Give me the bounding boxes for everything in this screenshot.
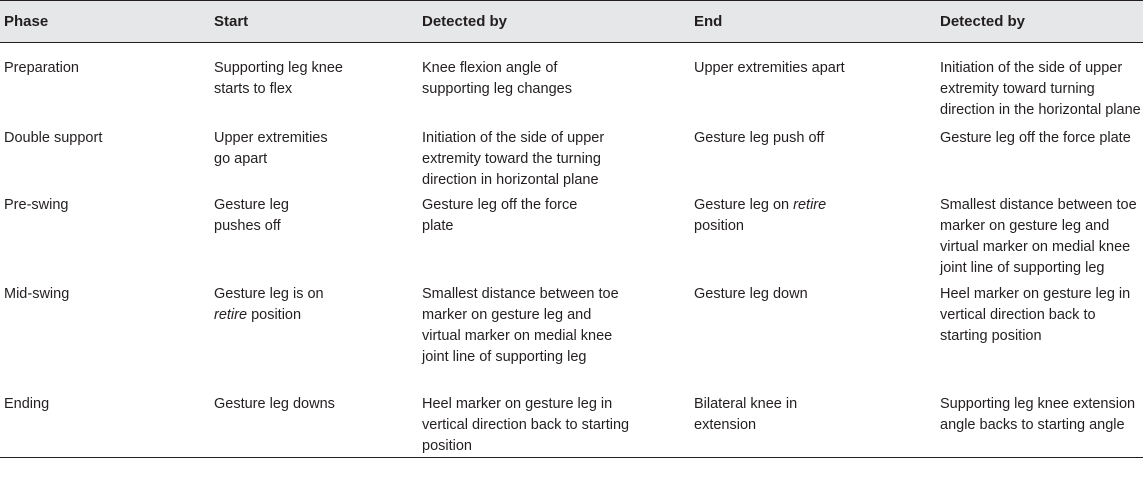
cell-phase: Ending [0, 390, 210, 458]
table-row: Pre-swing Gesture leg pushes off Gesture… [0, 191, 1143, 279]
header-start-detected-by: Detected by [418, 0, 690, 43]
cell-phase: Double support [4, 130, 103, 146]
table-header: Phase Start Detected by End Detected by [0, 0, 1143, 43]
cell-end: Gesture leg on retire position [694, 197, 827, 234]
cell-phase: Preparation [4, 60, 79, 76]
table-row: Double support Upper extremities go apar… [0, 124, 1143, 191]
cell-end-detected-by: Supporting leg knee extension angle back… [936, 390, 1143, 458]
table-row: Mid-swing Gesture leg is on retire posit… [0, 279, 1143, 390]
cell-end: Bilateral knee in extension [690, 390, 936, 458]
header-start: Start [210, 0, 418, 43]
header-end: End [690, 0, 936, 43]
cell-end-detected-by: Initiation of the side of upper extremit… [940, 60, 1141, 118]
italic-retire: retire [214, 307, 248, 323]
cell-end-detected-by: Heel marker on gesture leg in vertical d… [940, 286, 1131, 344]
cell-start-detected-by: Heel marker on gesture leg in vertical d… [418, 390, 690, 458]
cell-start-detected-by: Initiation of the side of upper extremit… [422, 130, 605, 188]
table-body: Preparation Supporting leg knee starts t… [0, 43, 1143, 458]
phase-table-container: Phase Start Detected by End Detected by … [0, 0, 1143, 458]
header-end-detected-by: Detected by [936, 0, 1143, 43]
table-row: Ending Gesture leg downs Heel marker on … [0, 390, 1143, 458]
cell-end-detected-by: Gesture leg off the force plate [940, 130, 1131, 146]
cell-end: Gesture leg down [694, 286, 808, 302]
italic-retire: retire [793, 197, 827, 213]
header-row: Phase Start Detected by End Detected by [0, 0, 1143, 43]
table-row: Preparation Supporting leg knee starts t… [0, 43, 1143, 125]
cell-start: Gesture leg is on retire position [214, 286, 324, 323]
cell-start: Gesture leg pushes off [214, 197, 289, 234]
cell-phase: Pre-swing [4, 197, 69, 213]
phase-table: Phase Start Detected by End Detected by … [0, 0, 1143, 458]
cell-start: Upper extremities go apart [214, 130, 328, 167]
cell-start: Gesture leg downs [210, 390, 418, 458]
cell-end: Upper extremities apart [694, 60, 845, 76]
cell-start-detected-by: Smallest distance between toe marker on … [422, 286, 619, 365]
cell-start-detected-by: Gesture leg off the force plate [422, 197, 578, 234]
cell-start-detected-by: Knee flexion angle of supporting leg cha… [422, 60, 572, 97]
cell-end-detected-by: Smallest distance between toe marker on … [940, 197, 1137, 276]
cell-end: Gesture leg push off [694, 130, 825, 146]
cell-phase: Mid-swing [4, 286, 70, 302]
cell-start: Supporting leg knee starts to flex [214, 60, 343, 97]
header-phase: Phase [0, 0, 210, 43]
